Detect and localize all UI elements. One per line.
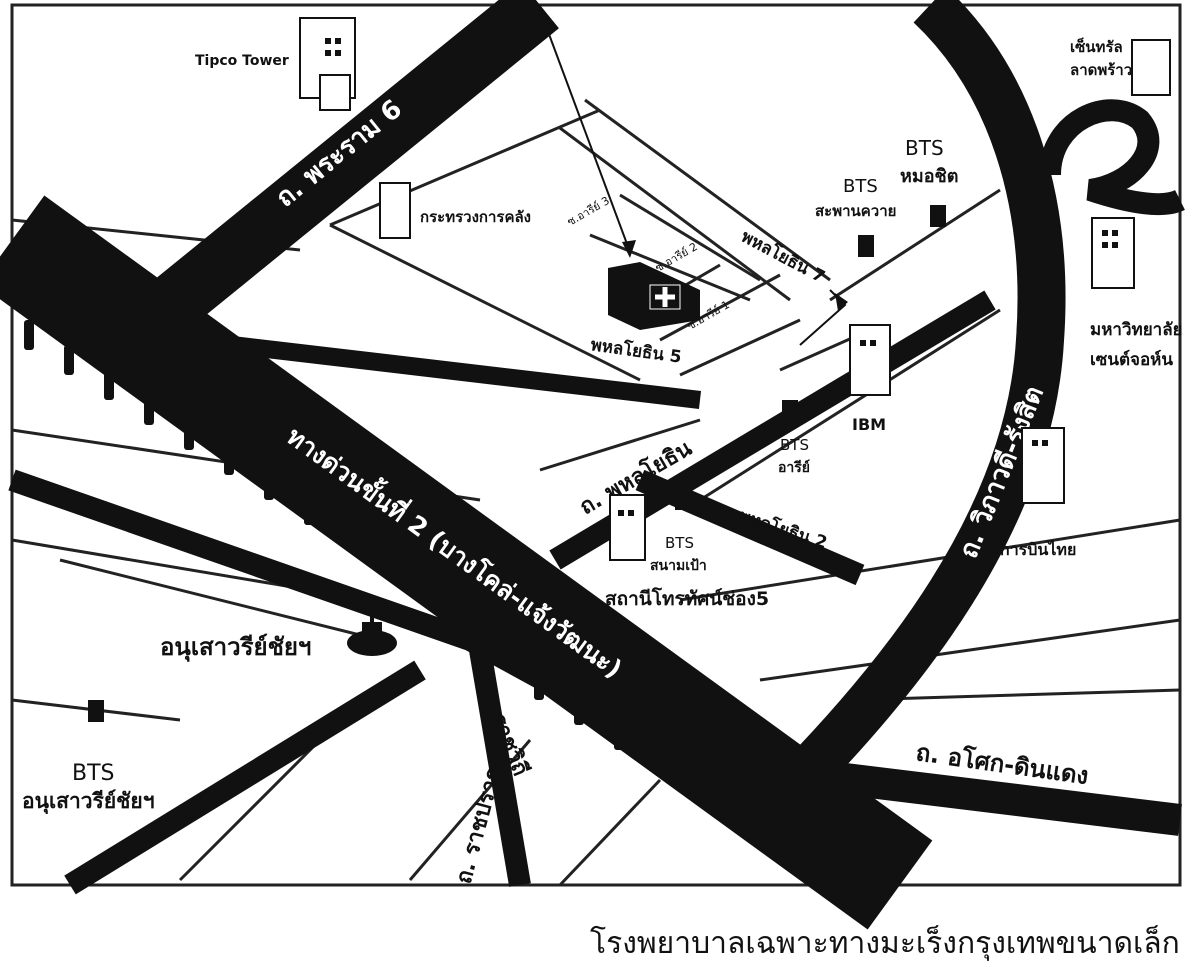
bts-victory-name: อนุเสาวรีย์ชัยฯ	[22, 789, 154, 815]
bts-mochit-name: หมอชิต	[900, 166, 958, 187]
bts-ari-label: BTS	[780, 436, 809, 454]
map-caption: โรงพยาบาลเฉพาะทางมะเร็งกรุงเทพขนาดเล็ก	[590, 926, 1180, 961]
hospital-icon	[608, 262, 700, 330]
bts-victory-label: BTS	[72, 761, 115, 786]
central-label-2: ลาดพร้าว	[1070, 61, 1132, 79]
monument-icon	[347, 608, 397, 656]
arrow-head	[835, 293, 848, 311]
arrow-head	[622, 240, 636, 258]
ratchaprarop-road	[469, 648, 531, 887]
victory-monument-label: อนุเสาวรีย์ชัยฯ	[160, 633, 311, 663]
tipco-label: Tipco Tower	[195, 53, 289, 69]
bts-sanampao-name: สนามเป้า	[650, 558, 707, 574]
thai-airways-label: การบินไทย	[1000, 540, 1076, 559]
asok-dindaeng-road	[688, 744, 1182, 836]
bts-saphankhwai-label: BTS	[843, 176, 878, 197]
ibm-label: IBM	[852, 415, 886, 434]
building-icon	[299, 17, 1171, 561]
bts-mochit-label: BTS	[905, 136, 944, 160]
stjohn-label-2: เซนต์จอห์น	[1090, 349, 1173, 370]
stjohn-label-1: มหาวิทยาลัย	[1090, 320, 1183, 340]
rama6-road	[121, 0, 559, 354]
building-windows	[325, 38, 1118, 516]
ratchawithi-road	[8, 469, 696, 770]
direction-arrow-icon	[799, 289, 847, 346]
finance-ministry-label: กระทรวงการคลัง	[420, 208, 531, 226]
victory-south-road	[64, 660, 426, 895]
vibhavadi-road	[763, 0, 1066, 817]
central-label-1: เซ็นทรัล	[1070, 37, 1123, 56]
bts-station-icon	[88, 205, 946, 722]
direction-arrow-icon	[539, 9, 631, 253]
bts-ari-name: อารีย์	[778, 459, 810, 476]
phahon5-road	[188, 331, 702, 409]
bts-saphankhwai-name: สะพานควาย	[815, 202, 896, 220]
channel5-label: สถานีโทรทัศน์ช่อง5	[605, 587, 769, 610]
central-loop-road	[1039, 99, 1185, 216]
bts-sanampao-label: BTS	[665, 534, 694, 552]
